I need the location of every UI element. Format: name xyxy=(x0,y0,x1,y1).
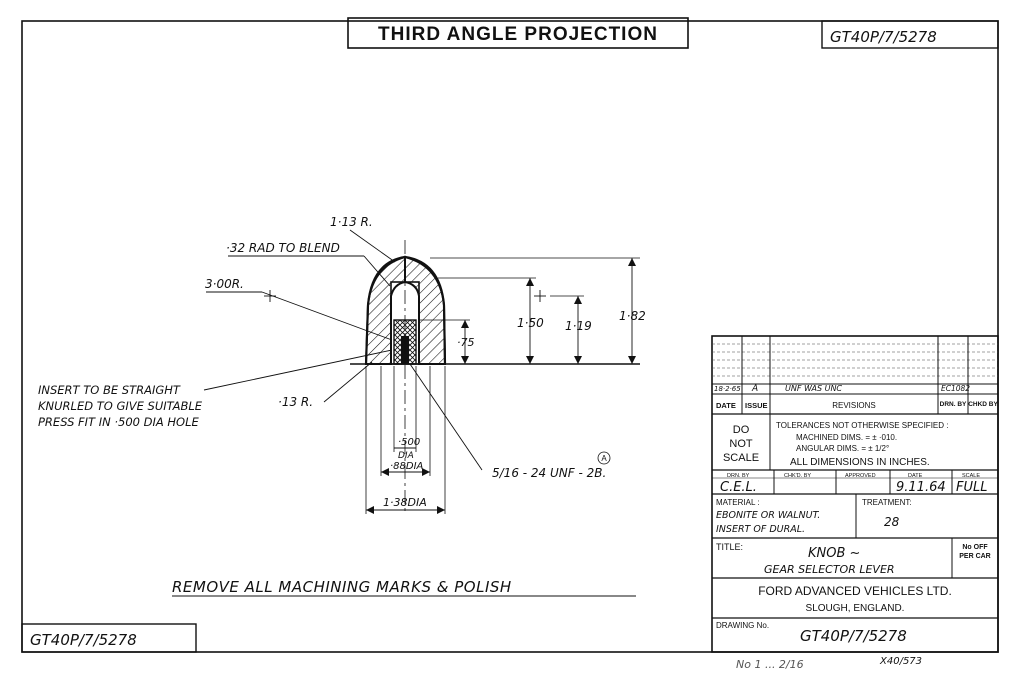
drawn-by: C.E.L. xyxy=(720,480,757,495)
dim-thread: 5/16 - 24 UNF - 2B. xyxy=(492,466,606,480)
label-drn-by: DRN. BY xyxy=(727,473,750,479)
do-not-scale-3: SCALE xyxy=(723,452,759,464)
note-insert-line2: KNURLED TO GIVE SUITABLE xyxy=(38,399,203,413)
dim-150-height: 1·50 xyxy=(517,316,544,330)
title-block: 18·2·65 A UNF WAS UNC EC1082 DATE ISSUE … xyxy=(711,335,999,653)
label-no-off-line1: No OFF xyxy=(962,544,988,551)
label-material: MATERIAL : xyxy=(716,498,760,507)
drawing-number: GT40P/7/5278 xyxy=(800,627,907,645)
company-name: FORD ADVANCED VEHICLES LTD. xyxy=(758,584,952,598)
label-drawing-no: DRAWING No. xyxy=(716,621,769,630)
col-date: DATE xyxy=(716,401,736,410)
dim-119-height: 1·19 xyxy=(565,319,592,333)
dim-rad-blend: ·32 RAD TO BLEND xyxy=(226,241,340,255)
top-ref-box xyxy=(821,20,999,49)
dim-013-radius: ·13 R. xyxy=(278,395,313,409)
tolerances-title: TOLERANCES NOT OTHERWISE SPECIFIED : xyxy=(776,421,948,430)
note-finish: REMOVE ALL MACHINING MARKS & POLISH xyxy=(172,578,512,596)
tolerances-machined: MACHINED DIMS. = ± ·010. xyxy=(796,433,897,442)
dim-113-radius: 1·13 R. xyxy=(330,215,373,229)
rev-ec: EC1082 xyxy=(941,384,970,393)
dim-182-height: 1·82 xyxy=(619,309,646,323)
label-chkd-by: CHK'D. BY xyxy=(784,473,811,479)
knob-outer-profile xyxy=(364,255,447,365)
dimension-annotations: 1·13 R. ·32 RAD TO BLEND 3·00R. 1·82 1·5… xyxy=(38,215,646,514)
dim-500-dia-unit: DIA xyxy=(398,451,414,461)
all-dimensions-inches: ALL DIMENSIONS IN INCHES. xyxy=(790,457,930,468)
drawing-ref-bottom: GT40P/7/5278 xyxy=(30,631,137,649)
dim-300-radius: 3·00R. xyxy=(205,277,244,291)
col-chkd-by: CHKD BY xyxy=(968,401,998,408)
title-line2: GEAR SELECTOR LEVER xyxy=(764,563,895,576)
dim-088-dia: ·88DIA xyxy=(390,461,424,472)
label-date: DATE xyxy=(908,473,923,479)
col-revisions: REVISIONS xyxy=(832,401,876,410)
thread-revision-mark: A xyxy=(601,454,607,463)
note-insert-line3: PRESS FIT IN ·500 DIA HOLE xyxy=(38,415,200,429)
dim-075-height: ·75 xyxy=(457,336,475,349)
drawing-scale: FULL xyxy=(956,480,987,495)
tolerances-angular: ANGULAR DIMS. = ± 1/2° xyxy=(796,444,889,453)
rev-desc: UNF WAS UNC xyxy=(785,384,842,393)
label-no-off-line2: PER CAR xyxy=(959,553,991,560)
projection-header-box xyxy=(347,17,689,49)
rev-issue: A xyxy=(751,384,758,394)
pencil-note: No 1 ... 2/16 xyxy=(736,658,804,671)
do-not-scale-1: DO xyxy=(733,424,750,436)
dim-138-dia: 1·38DIA xyxy=(383,496,427,509)
knob-section-view xyxy=(350,240,640,514)
rev-date: 18·2·65 xyxy=(714,385,741,393)
label-approved: APPROVED xyxy=(845,473,876,479)
bottom-ref-box xyxy=(21,623,197,653)
material-line1: EBONITE OR WALNUT. xyxy=(716,510,820,521)
material-line2: INSERT OF DURAL. xyxy=(716,524,805,535)
dim-500-dia: ·500 xyxy=(398,437,420,448)
drawing-ref-top: GT40P/7/5278 xyxy=(830,28,937,46)
title-line1: KNOB ~ xyxy=(808,546,860,561)
do-not-scale-2: NOT xyxy=(729,438,753,450)
drawing-date: 9.11.64 xyxy=(896,480,946,495)
note-insert-line1: INSERT TO BE STRAIGHT xyxy=(38,383,181,397)
projection-header: THIRD ANGLE PROJECTION xyxy=(378,24,658,45)
col-issue: ISSUE xyxy=(745,401,768,410)
label-treatment: TREATMENT: xyxy=(862,498,912,507)
archive-number: X40/573 xyxy=(879,656,922,667)
label-title: TITLE: xyxy=(716,542,743,552)
col-drn-by: DRN. BY xyxy=(940,401,967,408)
company-location: SLOUGH, ENGLAND. xyxy=(806,603,905,614)
treatment-value: 28 xyxy=(884,515,900,529)
label-scale: SCALE xyxy=(962,473,980,479)
